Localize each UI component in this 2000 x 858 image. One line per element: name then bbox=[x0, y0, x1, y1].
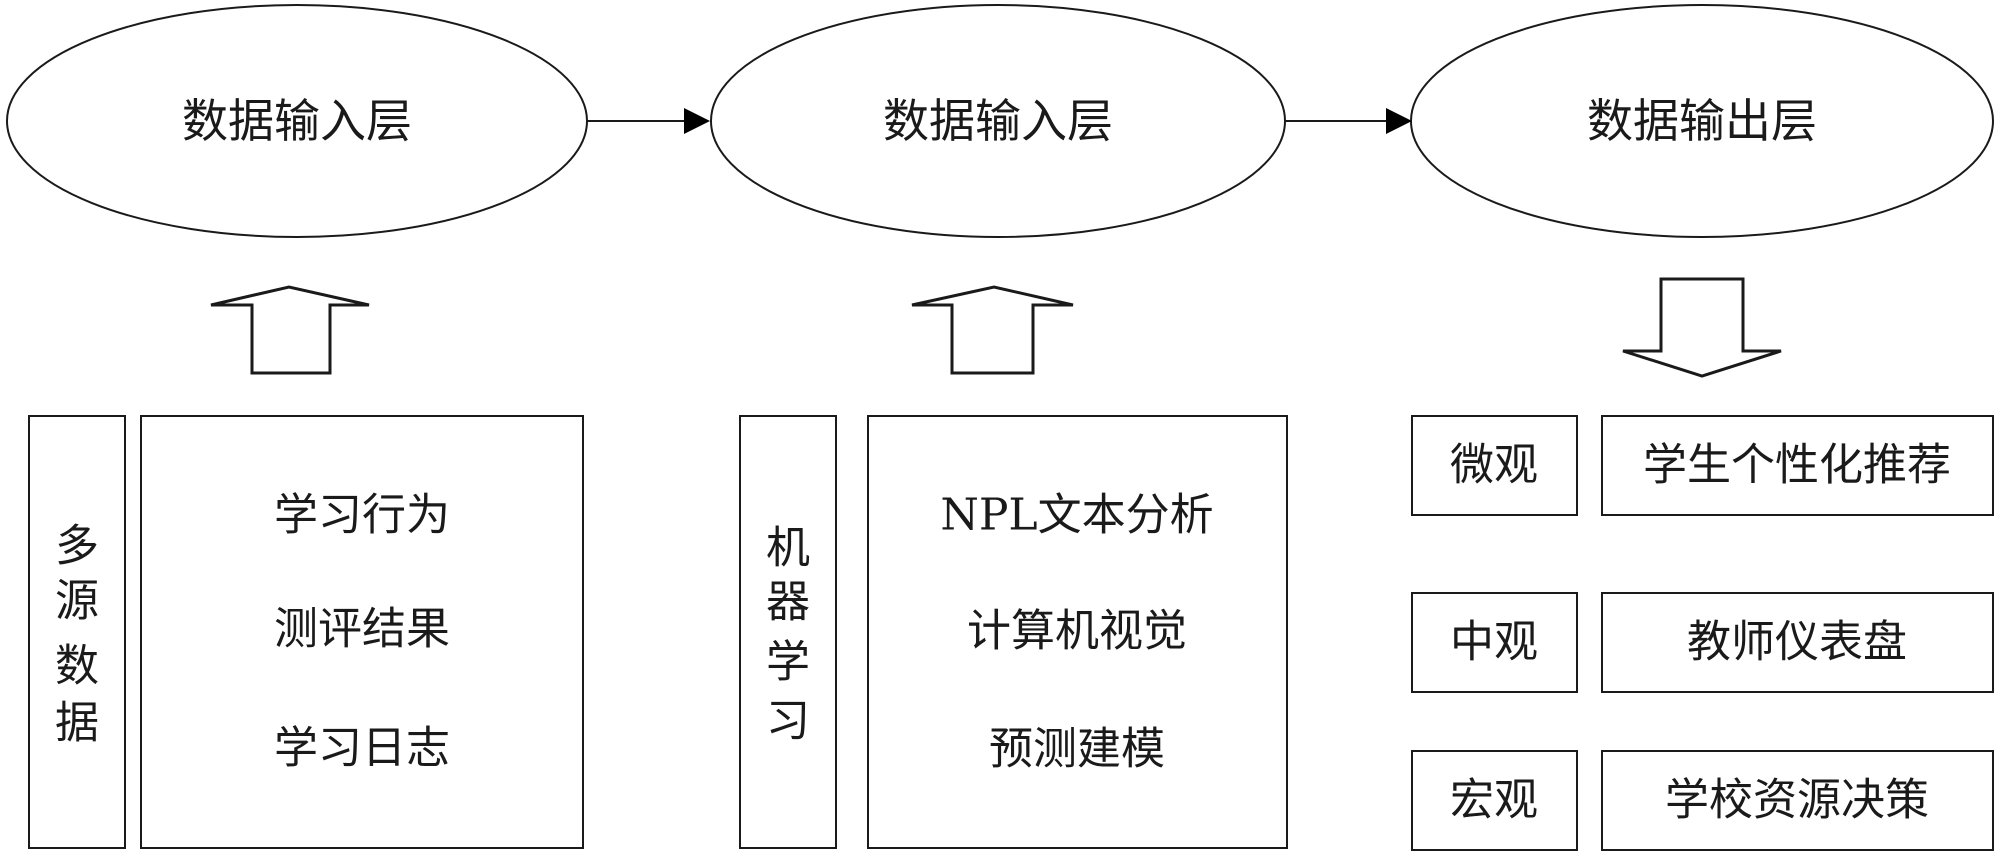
ml-item: 计算机视觉 bbox=[967, 606, 1187, 657]
layer-1-label: 数据输入层 bbox=[182, 94, 412, 148]
output-target-box bbox=[1601, 415, 1994, 516]
ml-side-box bbox=[739, 415, 837, 849]
sources-item: 学习日志 bbox=[274, 723, 450, 774]
connector-1-2-arrowhead bbox=[684, 108, 710, 134]
ml-items-box bbox=[867, 415, 1288, 849]
sources-items-box bbox=[140, 415, 584, 849]
down-arrow-right bbox=[1622, 277, 1782, 378]
connector-2-3 bbox=[1285, 108, 1412, 134]
layer-2-label: 数据输入层 bbox=[883, 94, 1113, 148]
output-level-box bbox=[1411, 592, 1578, 693]
output-level-box bbox=[1411, 750, 1578, 851]
output-row-macro: 宏观 学校资源决策 bbox=[1411, 750, 1994, 851]
layer-2: 数据输入层 bbox=[710, 4, 1286, 238]
ml-side-char: 器 bbox=[766, 577, 810, 628]
layer-3: 数据输出层 bbox=[1410, 4, 1994, 238]
sources-side-char: 多 bbox=[55, 521, 99, 572]
output-row-meso: 中观 教师仪表盘 bbox=[1411, 592, 1994, 693]
ml-side-char: 机 bbox=[766, 523, 810, 574]
up-arrow-left bbox=[210, 285, 370, 375]
ml-side-char: 习 bbox=[766, 696, 810, 747]
output-row-micro: 微观 学生个性化推荐 bbox=[1411, 415, 1994, 516]
output-level-label: 中观 bbox=[1450, 617, 1538, 668]
output-target-label: 学生个性化推荐 bbox=[1643, 440, 1951, 491]
output-target-label: 教师仪表盘 bbox=[1687, 617, 1907, 668]
sources-side-char: 数 bbox=[55, 641, 99, 692]
sources-item: 学习行为 bbox=[274, 490, 450, 541]
output-target-label: 学校资源决策 bbox=[1665, 775, 1929, 826]
ml-side-char: 学 bbox=[766, 637, 810, 688]
ml-item: 预测建模 bbox=[989, 724, 1165, 775]
output-level-box bbox=[1411, 415, 1578, 516]
sources-side-box bbox=[28, 415, 126, 849]
connector-1-2 bbox=[587, 108, 710, 134]
output-level-label: 宏观 bbox=[1450, 775, 1538, 826]
up-arrow-middle bbox=[911, 285, 1074, 375]
sources-item: 测评结果 bbox=[274, 604, 450, 655]
output-level-label: 微观 bbox=[1450, 440, 1538, 491]
connector-2-3-arrowhead bbox=[1386, 108, 1412, 134]
layer-1: 数据输入层 bbox=[6, 4, 588, 238]
sources-side-char: 源 bbox=[55, 576, 99, 627]
layer-3-label: 数据输出层 bbox=[1587, 94, 1817, 148]
column-ml: 机 器 学 习 NPL文本分析 计算机视觉 预测建模 bbox=[739, 415, 1288, 849]
column-sources: 多 源 数 据 学习行为 测评结果 学习日志 bbox=[28, 415, 584, 849]
sources-side-char: 据 bbox=[55, 698, 99, 749]
ml-item: NPL文本分析 bbox=[940, 490, 1213, 541]
output-target-box bbox=[1601, 750, 1994, 851]
output-target-box bbox=[1601, 592, 1994, 693]
